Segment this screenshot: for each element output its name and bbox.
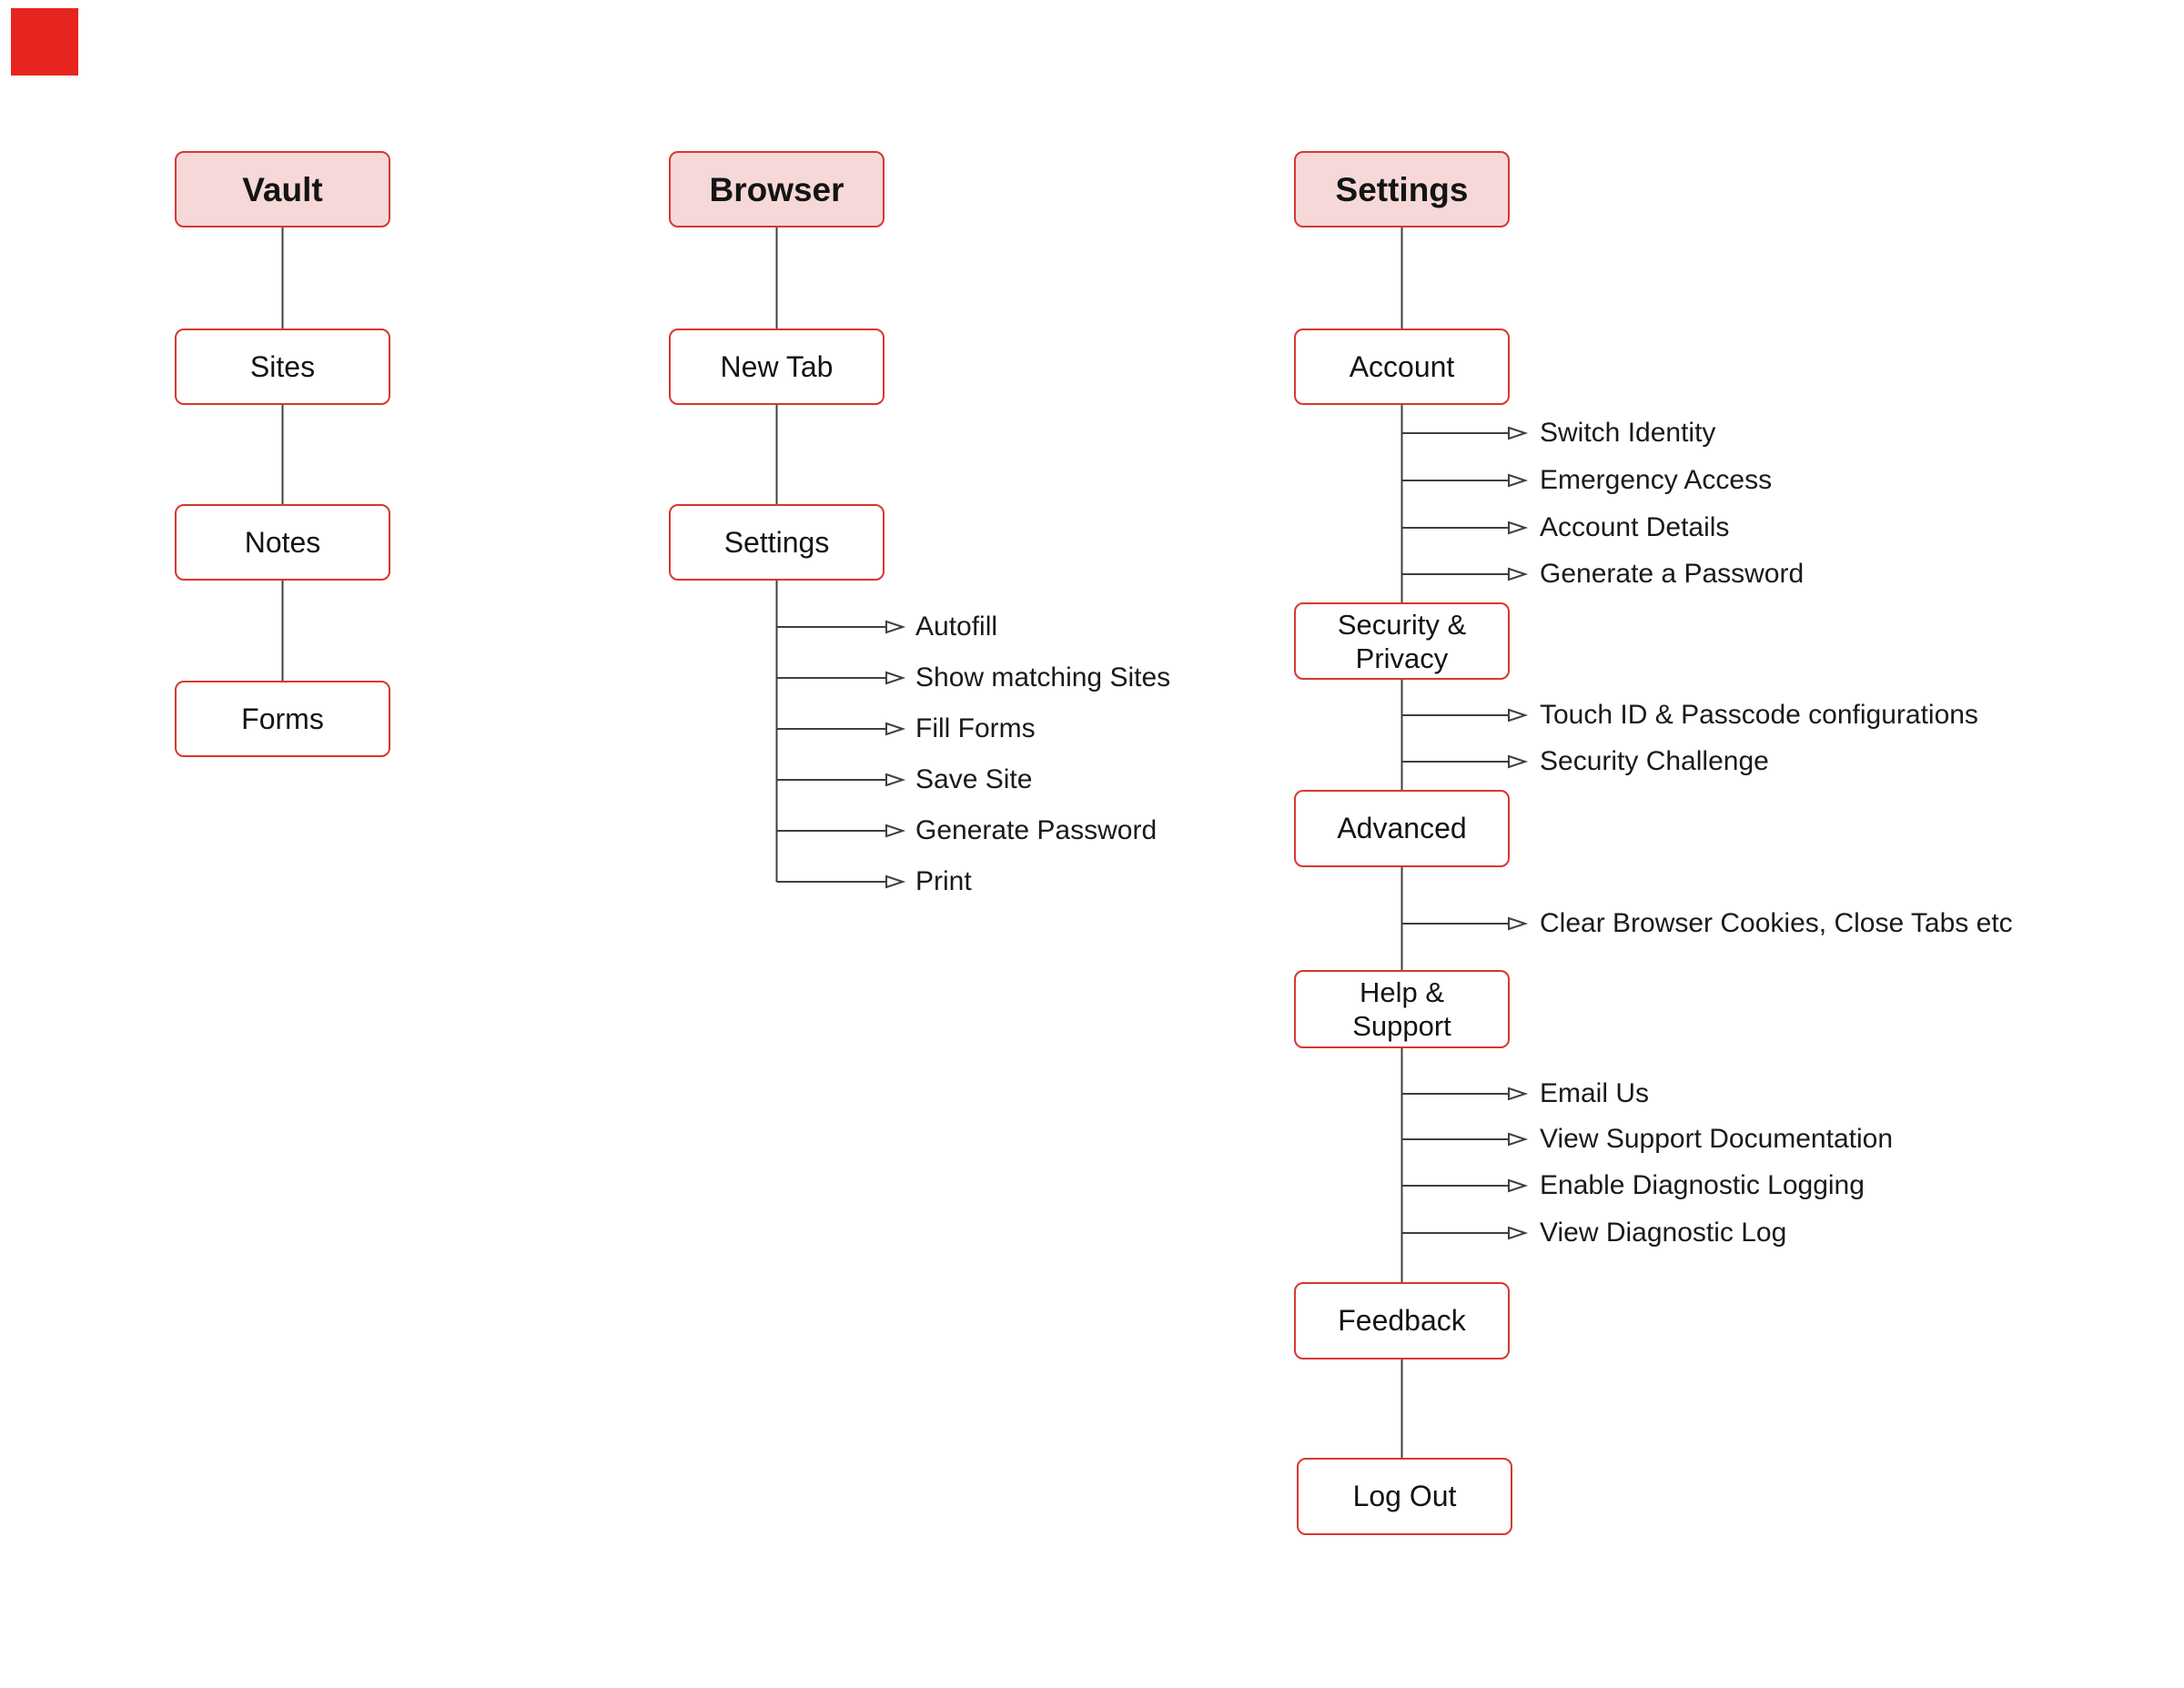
leaf-generate-a-password[interactable]: Generate a Password: [1540, 559, 1805, 589]
node-browser-label: Browser: [709, 170, 844, 208]
leaf-clear-browser-cookies[interactable]: Clear Browser Cookies, Close Tabs etc: [1540, 908, 2013, 938]
node-log-out-label: Log Out: [1352, 1480, 1457, 1512]
arrowhead-icon: [885, 824, 906, 838]
node-browser-settings-label: Settings: [723, 525, 830, 559]
node-account[interactable]: Account: [1294, 329, 1510, 405]
node-vault[interactable]: Vault: [175, 151, 390, 227]
arrowhead-icon: [885, 722, 906, 736]
leaf-emergency-access[interactable]: Emergency Access: [1540, 465, 1773, 495]
arrowhead-icon: [1508, 567, 1529, 581]
node-security-privacy-label-line1: Security &: [1337, 608, 1467, 641]
node-help-support-label-line2: Support: [1352, 1010, 1451, 1042]
node-settings[interactable]: Settings: [1294, 151, 1510, 227]
node-new-tab-label: New Tab: [720, 349, 834, 383]
leaf-generate-password[interactable]: Generate Password: [915, 815, 1158, 845]
node-browser-settings[interactable]: Settings: [669, 504, 885, 581]
node-forms-label: Forms: [241, 702, 324, 735]
corner-marker: [11, 8, 78, 76]
arrowhead-icon: [885, 671, 906, 685]
leaf-touch-id-passcode[interactable]: Touch ID & Passcode configurations: [1540, 700, 1978, 730]
node-sites[interactable]: Sites: [175, 329, 390, 405]
arrowhead-icon: [1508, 754, 1529, 769]
leaf-fill-forms[interactable]: Fill Forms: [915, 713, 1036, 743]
arrowhead-icon: [1508, 1226, 1529, 1240]
node-advanced[interactable]: Advanced: [1294, 790, 1510, 867]
arrowhead-icon: [1508, 916, 1529, 931]
arrowhead-icon: [1508, 1178, 1529, 1193]
leaf-autofill[interactable]: Autofill: [915, 612, 998, 642]
node-sites-label: Sites: [249, 349, 316, 383]
arrowhead-icon: [885, 874, 906, 889]
node-security-privacy[interactable]: Security & Privacy: [1294, 602, 1510, 680]
leaf-enable-diagnostic-logging[interactable]: Enable Diagnostic Logging: [1540, 1170, 1865, 1200]
leaf-security-challenge[interactable]: Security Challenge: [1540, 746, 1769, 776]
node-browser[interactable]: Browser: [669, 151, 885, 227]
node-settings-label: Settings: [1335, 170, 1469, 208]
arrowhead-icon: [1508, 1087, 1529, 1101]
node-help-support[interactable]: Help & Support: [1294, 970, 1510, 1048]
leaf-show-matching-sites[interactable]: Show matching Sites: [915, 662, 1171, 692]
node-feedback-label: Feedback: [1338, 1304, 1466, 1337]
arrowhead-icon: [1508, 521, 1529, 535]
leaf-view-support-documentation[interactable]: View Support Documentation: [1540, 1124, 1894, 1154]
arrowhead-icon: [885, 620, 906, 634]
node-security-privacy-label-line2: Privacy: [1355, 642, 1449, 674]
node-help-support-label-line1: Help &: [1359, 976, 1445, 1008]
node-notes-label: Notes: [244, 525, 321, 559]
arrowhead-icon: [885, 773, 906, 787]
leaf-print[interactable]: Print: [915, 866, 972, 896]
node-forms[interactable]: Forms: [175, 681, 390, 757]
leaf-save-site[interactable]: Save Site: [915, 764, 1033, 794]
node-advanced-label: Advanced: [1337, 812, 1467, 844]
node-log-out[interactable]: Log Out: [1297, 1458, 1512, 1535]
node-new-tab[interactable]: New Tab: [669, 329, 885, 405]
node-account-label: Account: [1349, 349, 1455, 383]
node-notes[interactable]: Notes: [175, 504, 390, 581]
leaf-switch-identity[interactable]: Switch Identity: [1540, 418, 1716, 448]
arrowhead-icon: [1508, 1132, 1529, 1147]
arrowhead-icon: [1508, 473, 1529, 488]
arrowhead-icon: [1508, 426, 1529, 440]
leaf-account-details[interactable]: Account Details: [1540, 512, 1730, 542]
node-vault-label: Vault: [242, 170, 323, 208]
leaf-view-diagnostic-log[interactable]: View Diagnostic Log: [1540, 1218, 1787, 1248]
arrowhead-icon: [1508, 708, 1529, 723]
leaf-email-us[interactable]: Email Us: [1540, 1078, 1650, 1108]
node-feedback[interactable]: Feedback: [1294, 1282, 1510, 1359]
